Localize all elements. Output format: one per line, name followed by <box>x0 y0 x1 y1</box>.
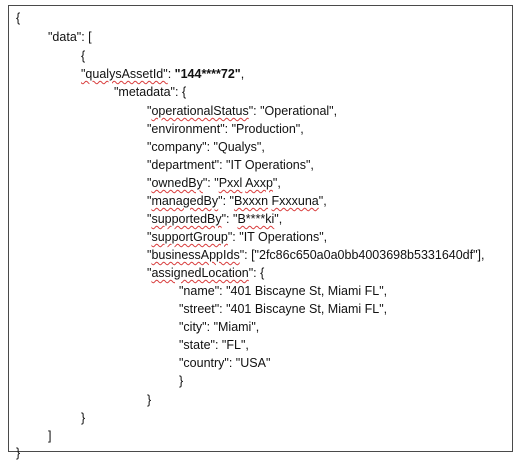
json-punct: " <box>147 248 152 262</box>
json-value-business-app-id: 2fc86c650a0a0bb4003698b5331640df <box>259 248 474 262</box>
json-line: } <box>16 447 20 460</box>
json-punct: " <box>147 230 152 244</box>
json-line: "street": "401 Biscayne St, Miami FL", <box>179 302 387 317</box>
json-punct: : <box>167 67 175 81</box>
json-line: "company": "Qualys", <box>147 140 265 155</box>
json-line: { <box>16 11 20 26</box>
json-punct: ": " <box>202 176 219 190</box>
json-key-business-app-ids: businessAppIds <box>151 248 240 262</box>
json-line: "operationalStatus": "Operational", <box>147 104 337 119</box>
json-entry-department: "department": "IT Operations", <box>147 158 314 172</box>
json-brace-close: } <box>16 446 21 460</box>
json-line: "state": "FL", <box>179 338 249 353</box>
json-line: "assignedLocation": { <box>147 266 264 281</box>
json-punct: ", <box>318 194 327 208</box>
json-value-owned-by-last: Axxp <box>245 176 273 190</box>
json-line: "environment": "Production", <box>147 122 304 137</box>
json-entry-street: "street": "401 Biscayne St, Miami FL", <box>179 302 388 316</box>
json-value-owned-by-first: Pxxl <box>218 176 243 190</box>
json-line: "data": [ <box>48 30 92 45</box>
json-bracket-close: ] <box>48 429 52 443</box>
json-punct: " <box>147 266 152 280</box>
json-line: "city": "Miami", <box>179 320 259 335</box>
json-punct: ": [" <box>239 248 259 262</box>
json-punct: ": { <box>248 266 265 280</box>
json-line: "supportedBy": "B****ki", <box>147 212 282 227</box>
json-entry-country: "country": "USA" <box>179 356 271 370</box>
json-line: } <box>81 411 85 426</box>
json-key-assigned-location: assignedLocation <box>151 266 249 280</box>
json-entry-environment: "environment": "Production", <box>147 122 304 136</box>
document-frame <box>8 5 513 452</box>
json-line: } <box>179 374 183 389</box>
json-key-support-group: supportGroup <box>151 230 228 244</box>
json-punct: " <box>147 104 152 118</box>
json-punct: ", <box>272 176 281 190</box>
json-value-operational-status: ": "Operational", <box>248 104 338 118</box>
json-punct: ": " <box>218 194 234 208</box>
json-line: "supportGroup": "IT Operations", <box>147 230 327 245</box>
json-key-operational-status: operationalStatus <box>151 104 249 118</box>
json-brace-open: { <box>16 11 21 25</box>
json-line: { <box>81 49 85 64</box>
json-key-managed-by: managedBy <box>151 194 219 208</box>
json-line: } <box>147 393 151 408</box>
json-line: "managedBy": "Bxxxn Fxxxuna", <box>147 194 327 209</box>
json-key-metadata: "metadata": { <box>114 85 187 99</box>
json-line: "country": "USA" <box>179 356 270 371</box>
json-key-owned-by: ownedBy <box>151 176 203 190</box>
json-punct: " <box>147 176 152 190</box>
json-value-supported-by: B****ki <box>237 212 275 226</box>
json-key-data: "data" <box>48 30 82 44</box>
json-line: "metadata": { <box>114 85 186 100</box>
json-brace-close: } <box>179 374 184 388</box>
json-punct: , <box>240 67 245 81</box>
json-entry-company: "company": "Qualys", <box>147 140 265 154</box>
json-entry-city: "city": "Miami", <box>179 320 260 334</box>
json-brace-close: } <box>81 411 86 425</box>
json-punct: ": " <box>221 212 238 226</box>
json-key-supported-by: supportedBy <box>151 212 222 226</box>
json-punct: " <box>147 212 152 226</box>
json-line: "ownedBy": "Pxxl Axxp", <box>147 176 281 191</box>
json-punct: "], <box>473 248 485 262</box>
json-value-support-group: ": "IT Operations", <box>227 230 328 244</box>
json-line: "businessAppIds": ["2fc86c650a0a0bb40036… <box>147 248 485 263</box>
json-punct: " <box>147 194 152 208</box>
json-line: "name": "401 Biscayne St, Miami FL", <box>179 284 387 299</box>
json-entry-name: "name": "401 Biscayne St, Miami FL", <box>179 284 388 298</box>
json-key-qualys-asset-id: "qualysAssetId" <box>81 67 168 81</box>
json-line: "department": "IT Operations", <box>147 158 314 173</box>
json-line: "qualysAssetId": "144****72", <box>81 67 244 82</box>
json-punct: ", <box>274 212 283 226</box>
json-punct: : [ <box>81 30 92 44</box>
json-value-qualys-asset-id: "144****72" <box>174 67 241 81</box>
json-entry-state: "state": "FL", <box>179 338 249 352</box>
json-brace-close: } <box>147 393 152 407</box>
json-line: ] <box>48 429 51 444</box>
json-brace-open: { <box>81 49 86 63</box>
json-value-managed-by-first: Bxxxn <box>233 194 269 208</box>
json-value-managed-by-last: Fxxxuna <box>271 194 319 208</box>
